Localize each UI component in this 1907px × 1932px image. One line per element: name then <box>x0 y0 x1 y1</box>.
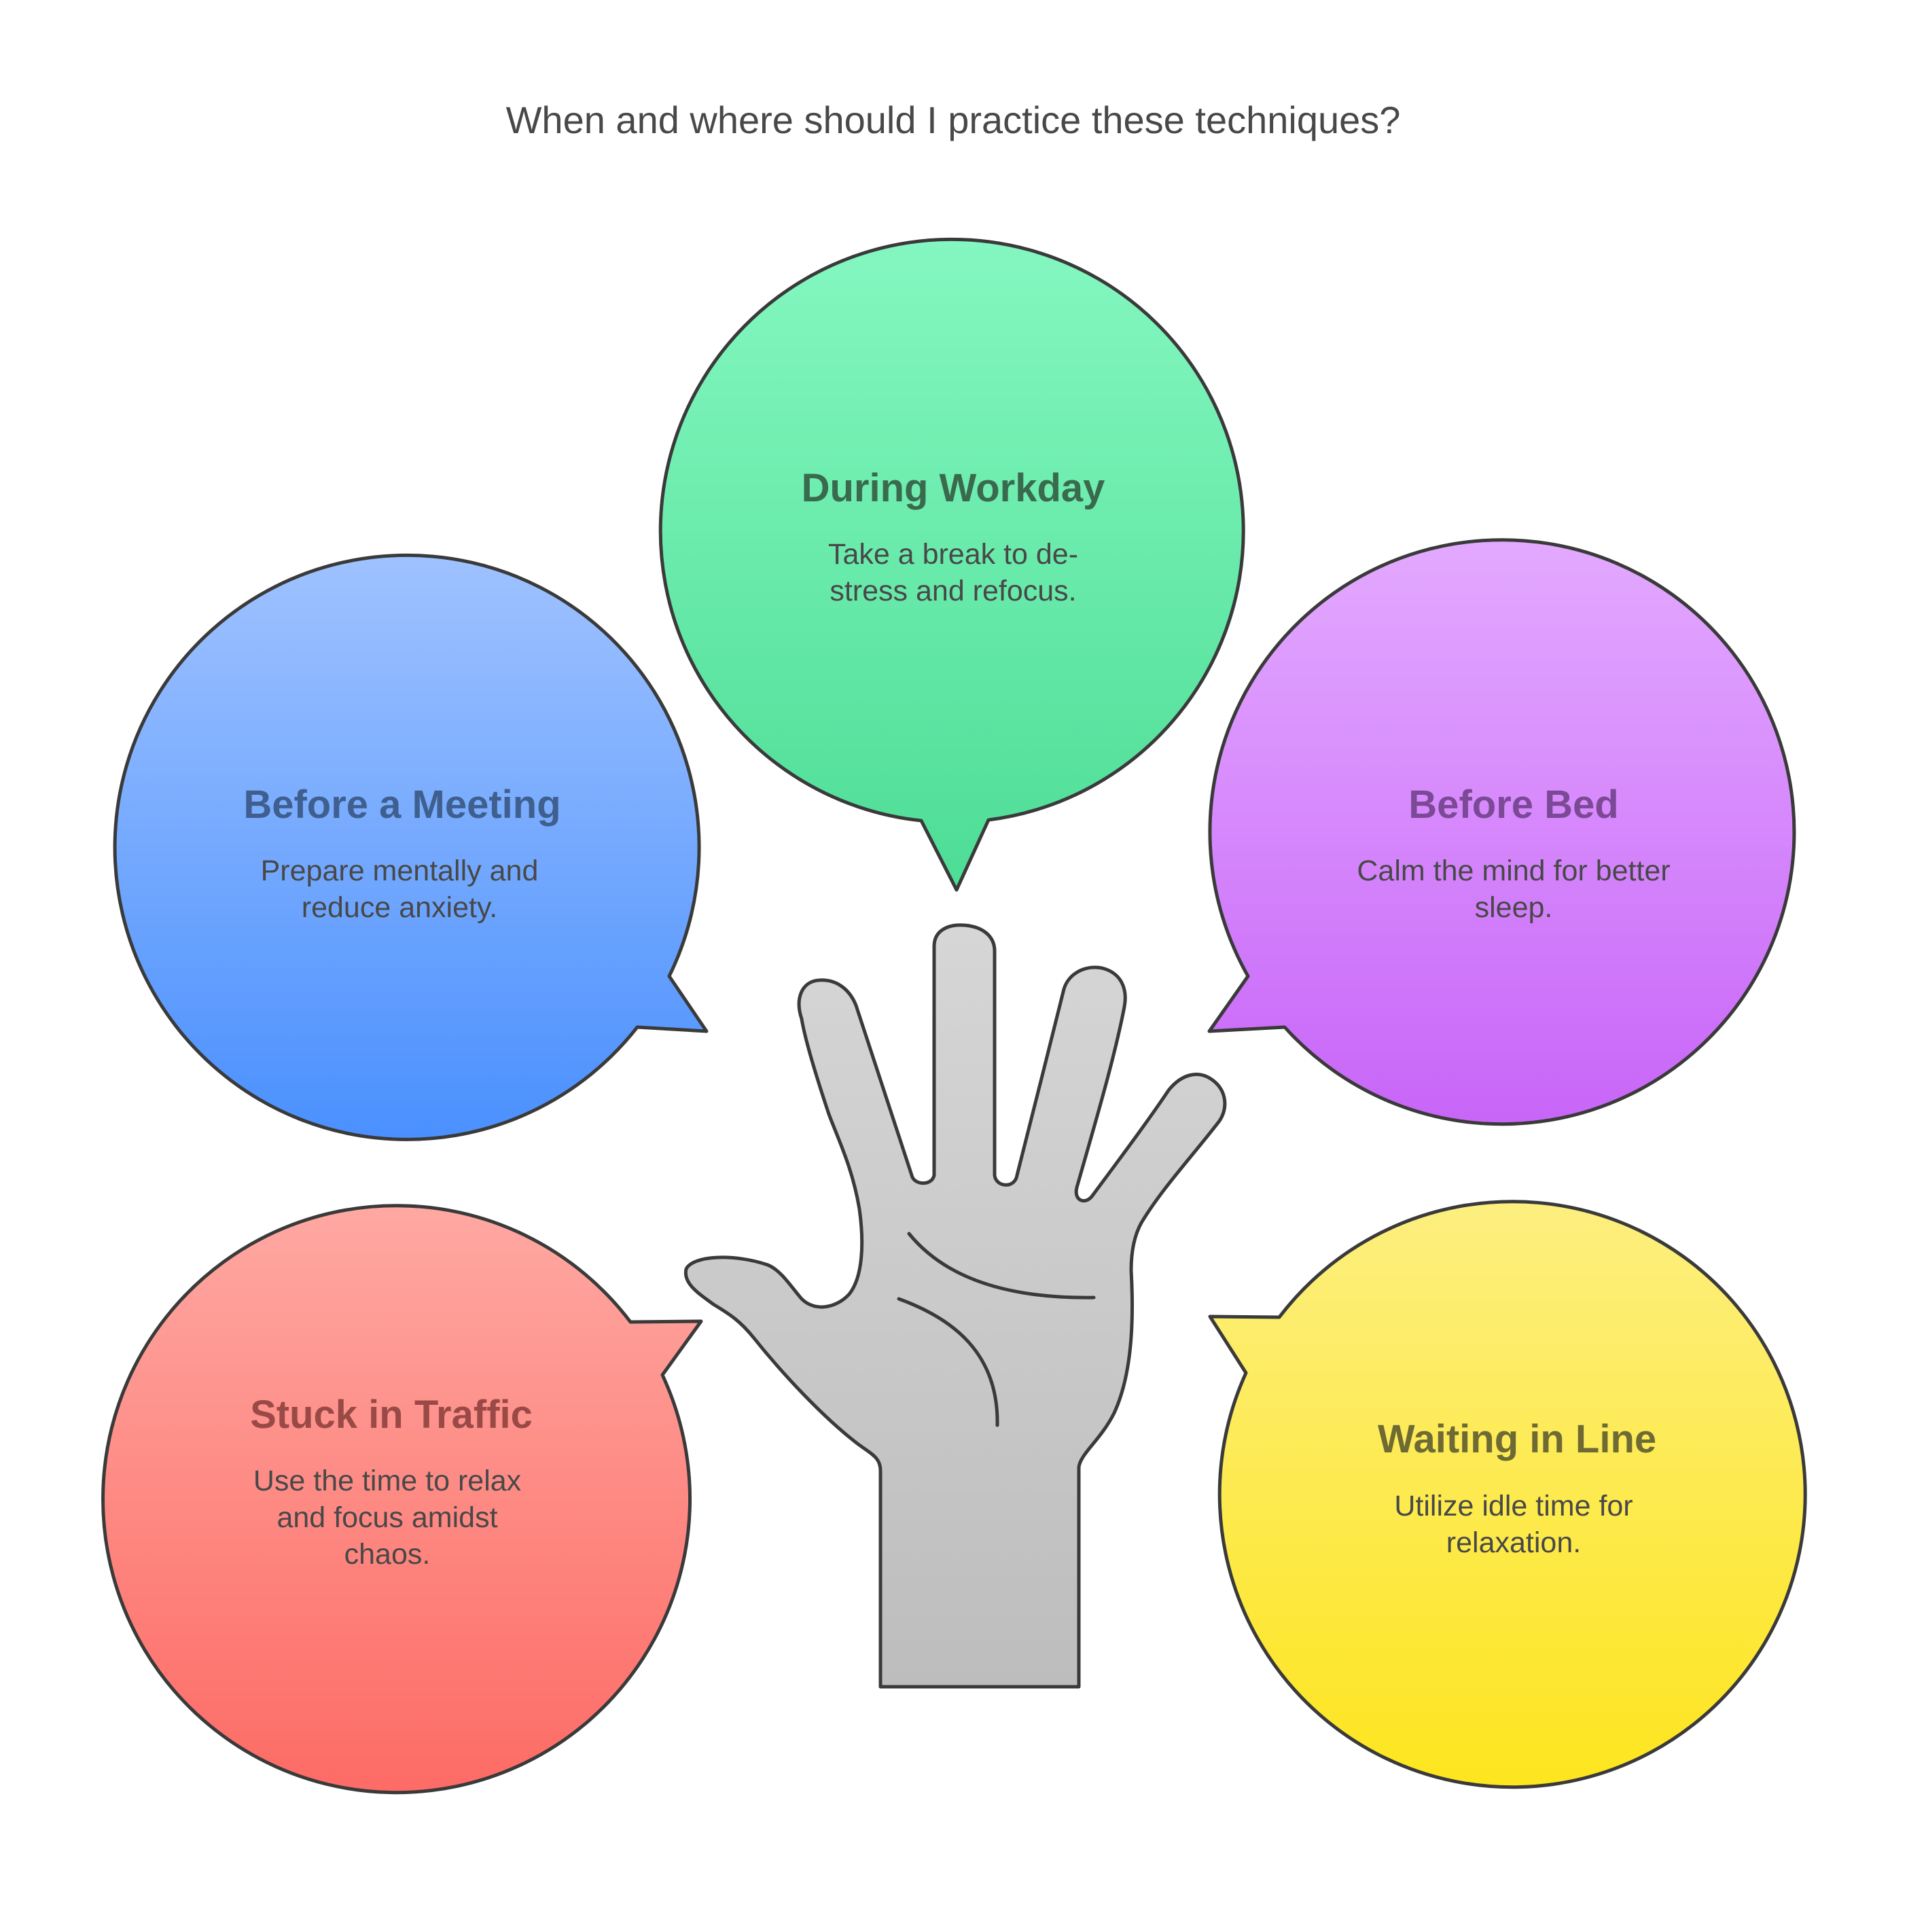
bubble-before-meeting: Before a Meeting Prepare mentally and re… <box>113 553 709 1141</box>
bubble-description-line: Calm the mind for better <box>1357 855 1670 887</box>
bubble-description-line: Take a break to de- <box>828 538 1078 571</box>
bubble-heading: Before a Meeting <box>243 783 560 827</box>
open-hand-icon <box>683 923 1227 1689</box>
bubble-description-line: reduce anxiety. <box>302 891 497 924</box>
bubble-stuck-in-traffic: Stuck in Traffic Use the time to relax a… <box>101 1204 703 1795</box>
diagram-title: When and where should I practice these t… <box>506 99 1401 141</box>
bubble-description-line: Utilize idle time for <box>1394 1490 1633 1522</box>
speech-bubble-shape <box>1207 538 1796 1126</box>
bubble-heading: Stuck in Traffic <box>250 1393 533 1437</box>
bubble-heading: Before Bed <box>1408 783 1618 827</box>
speech-bubble-shape <box>113 553 709 1141</box>
bubble-heading: Waiting in Line <box>1378 1417 1656 1461</box>
bubble-description-line: relaxation. <box>1446 1526 1581 1559</box>
bubble-description-line: stress and refocus. <box>830 575 1076 607</box>
speech-bubble-shape <box>658 237 1245 892</box>
bubble-heading: During Workday <box>802 466 1105 510</box>
bubble-during-workday: During Workday Take a break to de- stres… <box>658 237 1245 892</box>
bubble-waiting-in-line: Waiting in Line Utilize idle time for re… <box>1208 1200 1807 1789</box>
bubble-description-line: sleep. <box>1475 891 1553 924</box>
bubble-description-line: Prepare mentally and <box>261 855 539 887</box>
bubble-before-bed: Before Bed Calm the mind for better slee… <box>1207 538 1796 1126</box>
speech-bubble-shape <box>1208 1200 1807 1789</box>
bubble-description-line: Use the time to relax <box>253 1465 522 1497</box>
bubble-description-line: chaos. <box>344 1538 431 1571</box>
speech-bubble-shape <box>101 1204 703 1795</box>
bubble-description-line: and focus amidst <box>277 1501 497 1534</box>
